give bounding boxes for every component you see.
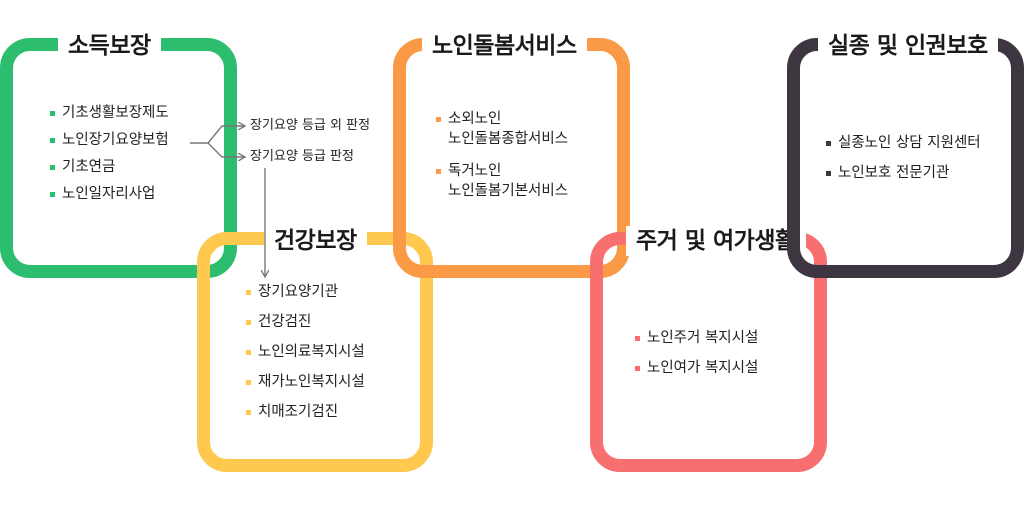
missing-rights-title: 실종 및 인권보호 [818, 31, 998, 61]
bullet-icon [246, 290, 251, 295]
missing-rights-list: 실종노인 상담 지원센터 노인보호 전문기관 [826, 133, 981, 183]
housing-leisure-title: 주거 및 여가생활 [626, 226, 806, 256]
income-security-title: 소득보장 [58, 31, 161, 61]
bullet-icon [50, 138, 55, 143]
health-security-title: 건강보장 [264, 226, 367, 256]
bullet-icon [50, 192, 55, 197]
list-item: 노인장기요양보험 [50, 130, 169, 150]
list-item: 노인의료복지시설 [246, 342, 365, 362]
bullet-icon [50, 165, 55, 170]
bullet-icon [246, 410, 251, 415]
bullet-icon [826, 141, 831, 146]
list-item: 노인주거 복지시설 [635, 328, 758, 348]
elderly-care-title: 노인돌봄서비스 [422, 31, 587, 61]
outside-grade-label: 장기요양 등급 외 판정 [250, 118, 371, 133]
bullet-icon [436, 117, 441, 122]
list-item: 노인보호 전문기관 [826, 163, 981, 183]
health-security-box [197, 232, 433, 472]
income-security-list: 기초생활보장제도 노인장기요양보험 기초연금 노인일자리사업 [50, 103, 169, 204]
health-security-list: 장기요양기관 건강검진 노인의료복지시설 재가노인복지시설 치매조기검진 [246, 282, 365, 422]
arrow-to-grade [207, 142, 244, 157]
bullet-icon [635, 336, 640, 341]
bullet-icon [635, 366, 640, 371]
list-item: 치매조기검진 [246, 402, 365, 422]
bullet-icon [436, 169, 441, 174]
list-item: 기초연금 [50, 157, 169, 177]
bullet-icon [826, 171, 831, 176]
list-item: 장기요양기관 [246, 282, 365, 302]
bullet-icon [246, 380, 251, 385]
grade-label: 장기요양 등급 판정 [250, 149, 354, 164]
list-item: 노인여가 복지시설 [635, 358, 758, 378]
bullet-icon [246, 320, 251, 325]
list-item: 재가노인복지시설 [246, 372, 365, 392]
housing-leisure-list: 노인주거 복지시설 노인여가 복지시설 [635, 328, 758, 378]
list-item: 실종노인 상담 지원센터 [826, 133, 981, 153]
list-item: 건강검진 [246, 312, 365, 332]
bullet-icon [50, 111, 55, 116]
arrow-to-outside-grade [190, 126, 244, 144]
list-item: 기초생활보장제도 [50, 103, 169, 123]
list-item: 노인일자리사업 [50, 184, 169, 204]
bullet-icon [246, 350, 251, 355]
